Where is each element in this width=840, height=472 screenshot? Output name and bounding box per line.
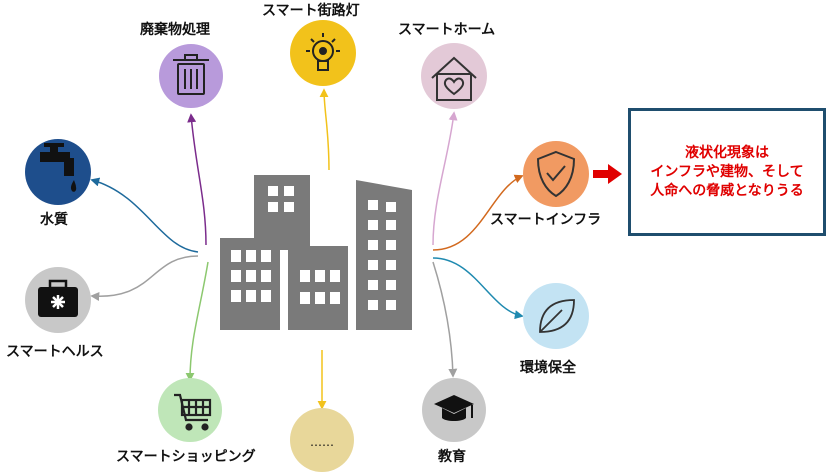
city-buildings-icon bbox=[220, 175, 412, 330]
connector-infra bbox=[432, 174, 524, 251]
connector-waste bbox=[187, 113, 207, 246]
streetlight-node-label: スマート街路灯 bbox=[262, 3, 360, 19]
waste-node-label: 廃棄物処理 bbox=[140, 22, 210, 38]
faucet-icon bbox=[40, 143, 77, 192]
shopping-cart-icon bbox=[174, 393, 212, 431]
connector-water bbox=[90, 177, 199, 253]
education-node-label: 教育 bbox=[438, 449, 466, 465]
trash-icon bbox=[173, 54, 209, 95]
more-node-label: …… bbox=[310, 435, 334, 449]
medical-kit-icon bbox=[38, 279, 78, 317]
liquefaction-callout: 液状化現象は インフラや建物、そして 人命への脅威となりうる bbox=[628, 108, 826, 236]
shopping-node-label: スマートショッピング bbox=[116, 449, 256, 465]
shield-check-icon bbox=[536, 150, 576, 198]
water-node-label: 水質 bbox=[40, 212, 68, 228]
connector-shopping bbox=[185, 261, 209, 382]
connector-streetlight bbox=[319, 88, 330, 171]
callout-line-2: インフラや建物、そして bbox=[650, 163, 804, 180]
house-heart-icon bbox=[431, 56, 477, 101]
callout-arrow bbox=[593, 164, 622, 184]
connector-home bbox=[432, 111, 458, 246]
graduation-cap-icon bbox=[434, 395, 474, 421]
callout-line-3: 人命への脅威となりうる bbox=[650, 182, 804, 199]
home-node-label: スマートホーム bbox=[398, 22, 496, 38]
infra-node-label: スマートインフラ bbox=[490, 212, 602, 228]
more-node-circle bbox=[290, 408, 354, 472]
lightbulb-icon bbox=[306, 33, 340, 71]
connector-health bbox=[90, 255, 199, 301]
leaf-icon bbox=[539, 299, 575, 333]
health-node-label: スマートヘルス bbox=[6, 344, 104, 360]
environment-node-label: 環境保全 bbox=[520, 360, 576, 376]
connector-environment bbox=[432, 257, 524, 320]
callout-line-1: 液状化現象は bbox=[685, 144, 769, 161]
connector-education bbox=[432, 261, 458, 378]
